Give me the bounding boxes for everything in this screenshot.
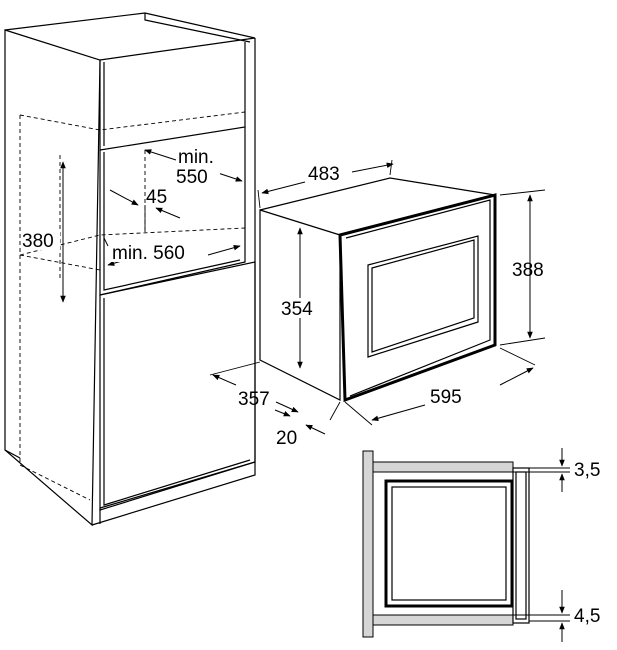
dim-20-line-b [305, 424, 326, 435]
label-3-5: 3,5 [574, 460, 600, 481]
section-wall [362, 450, 374, 638]
dim-45-line-b [155, 207, 181, 219]
dim-560-line-b [207, 245, 241, 256]
section-bottom-board [372, 614, 514, 626]
dim-45-line-a [109, 189, 139, 206]
microwave-window [367, 235, 479, 358]
label-min-560: min. 560 [112, 243, 185, 264]
dim-20-line-a [274, 409, 291, 417]
label-4-5: 4,5 [574, 606, 600, 627]
microwave-front-frame [338, 193, 497, 403]
section-appliance [384, 479, 514, 608]
dim-550-line-a [144, 149, 177, 161]
cabinet-left-panel [4, 29, 101, 527]
microwave-side [259, 209, 341, 401]
dim-595-line-a [371, 404, 426, 421]
label-min-550-b: 550 [176, 167, 208, 188]
dim-483-line-a [261, 181, 306, 195]
section-detail [362, 448, 570, 642]
label-354: 354 [281, 299, 313, 320]
niche-opening [99, 127, 246, 296]
dim-357-line-b [275, 401, 299, 413]
label-20: 20 [276, 428, 297, 449]
dim-357-line-a [212, 374, 237, 386]
cabinet [4, 12, 256, 527]
label-357: 357 [238, 389, 270, 410]
section-top-board [372, 461, 514, 473]
labels: min. 550 45 380 min. 560 483 388 354 357… [22, 146, 600, 627]
section-front-frame [512, 467, 530, 624]
label-483: 483 [308, 164, 340, 185]
appliance-dimensions [209, 159, 546, 435]
dim-483-line-b [351, 162, 394, 173]
microwave [259, 177, 497, 403]
dim-595-line-b [499, 367, 534, 386]
label-min-550-a: min. [178, 147, 214, 168]
lower-door [99, 261, 256, 511]
label-380: 380 [22, 231, 54, 252]
label-388: 388 [512, 260, 544, 281]
cabinet-right-edge [99, 38, 256, 509]
label-45: 45 [146, 187, 167, 208]
label-595: 595 [430, 387, 462, 408]
cabinet-top [4, 12, 256, 61]
